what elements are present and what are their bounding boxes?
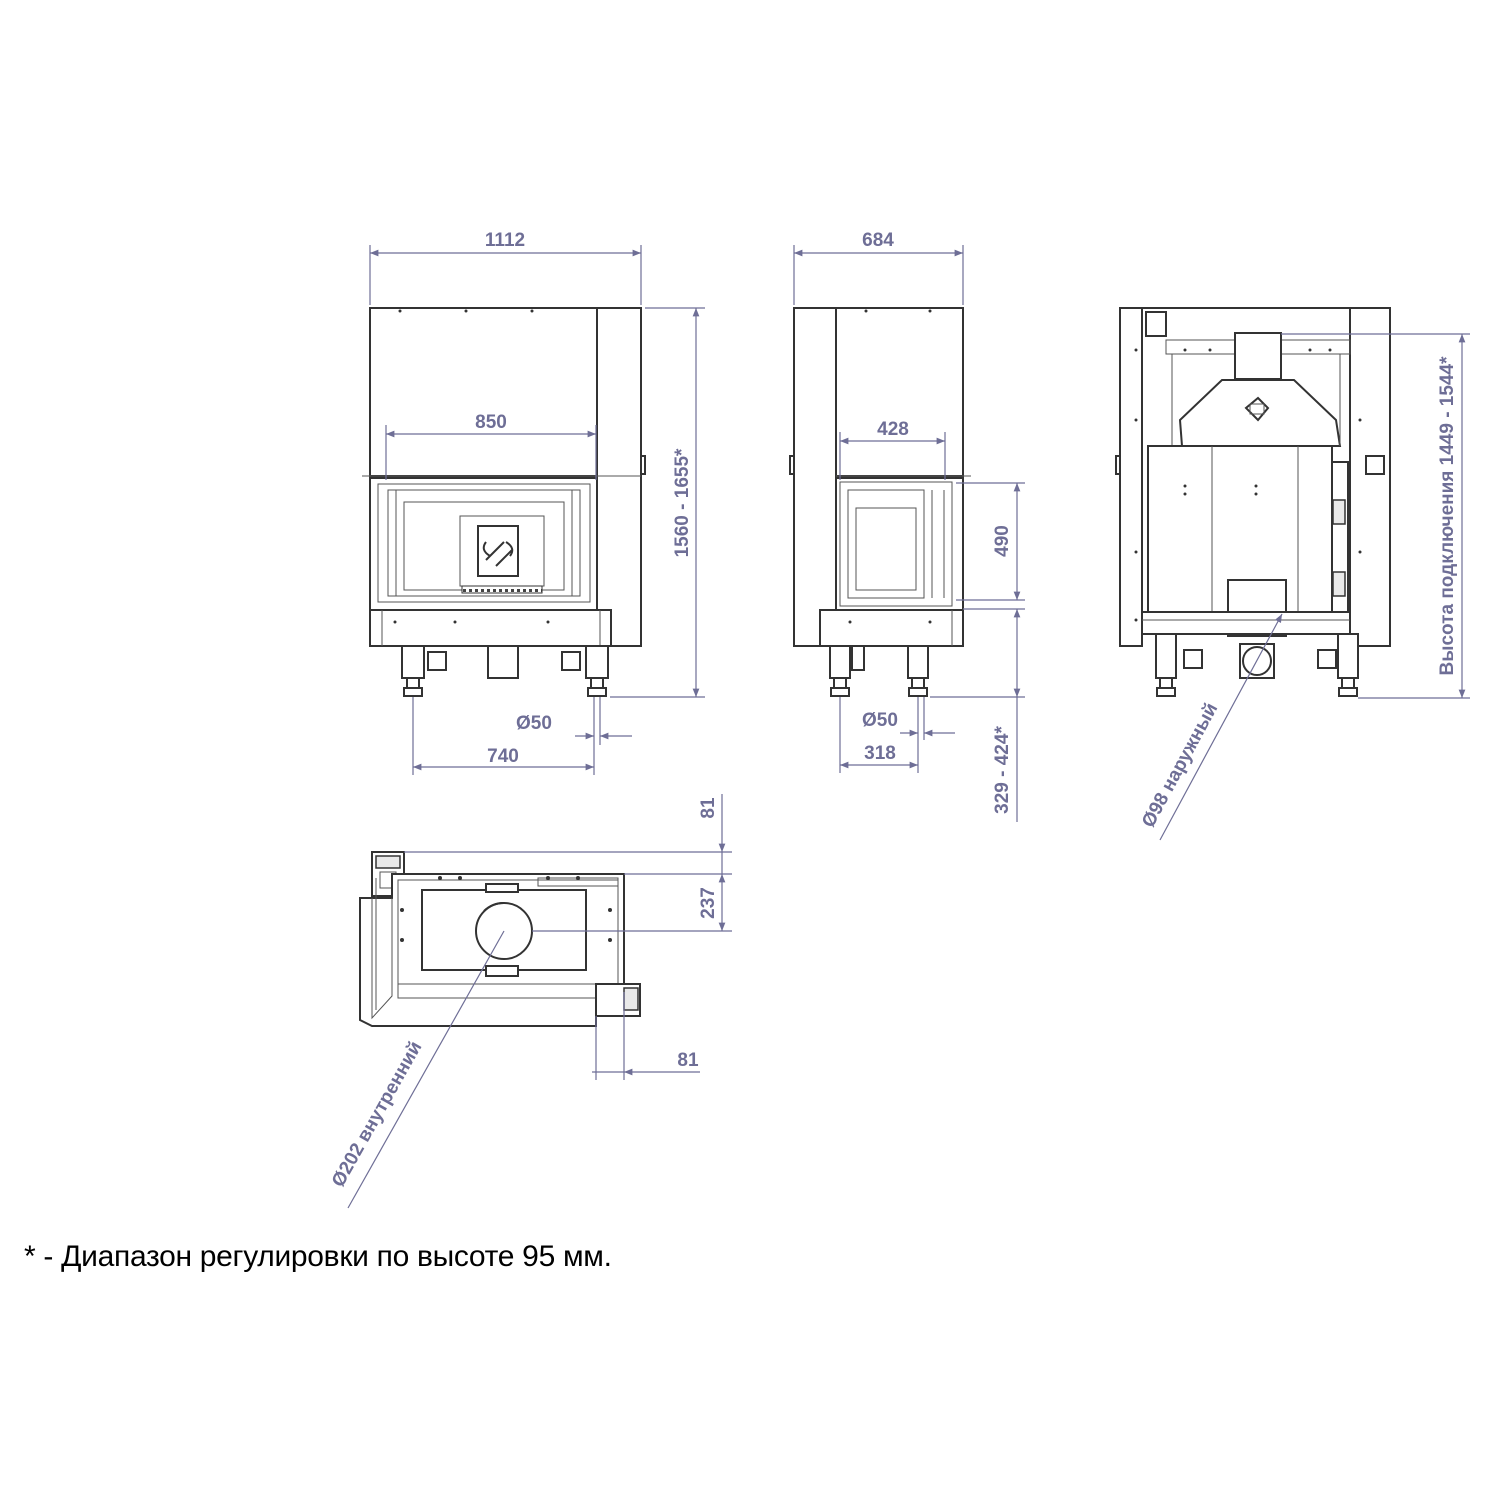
side-base-height-label: 329 - 424* <box>992 726 1013 814</box>
front-height-label: 1560 - 1655* <box>672 448 693 557</box>
side-depth-label: 684 <box>862 230 894 251</box>
front-opening-width-label: 850 <box>475 412 507 433</box>
top-flue-offset-top-label: 81 <box>698 797 719 819</box>
front-view-dimensions: 1112 850 1560 - 1655* 740 Ø50 <box>369 230 705 775</box>
top-view <box>359 851 641 1027</box>
side-view-dimensions: 684 428 490 329 - 424* 318 Ø50 <box>793 230 1025 822</box>
side-view <box>789 307 971 697</box>
rear-air-inlet-diameter-label: Ø98 наружный <box>1138 700 1222 832</box>
side-leg-diameter-label: Ø50 <box>862 710 898 731</box>
top-flue-center-label: 237 <box>698 887 719 919</box>
front-view <box>362 307 646 697</box>
side-opening-width-label: 428 <box>877 419 909 440</box>
brand-logo <box>477 525 519 577</box>
top-flue-diameter-label: Ø202 внутренний <box>328 1038 427 1191</box>
footnote: * - Диапазон регулировки по высоте 95 мм… <box>24 1240 612 1273</box>
rear-view <box>1115 307 1391 697</box>
side-leg-spacing-label: 318 <box>864 743 896 764</box>
top-flue-offset-side-label: 81 <box>677 1050 699 1071</box>
front-leg-diameter-label: Ø50 <box>516 713 552 734</box>
front-leg-spacing-label: 740 <box>487 746 519 767</box>
rear-connection-height-label: Высота подключения 1449 - 1544* <box>1437 356 1458 676</box>
front-width-label: 1112 <box>485 230 525 251</box>
side-opening-height-label: 490 <box>992 525 1013 557</box>
